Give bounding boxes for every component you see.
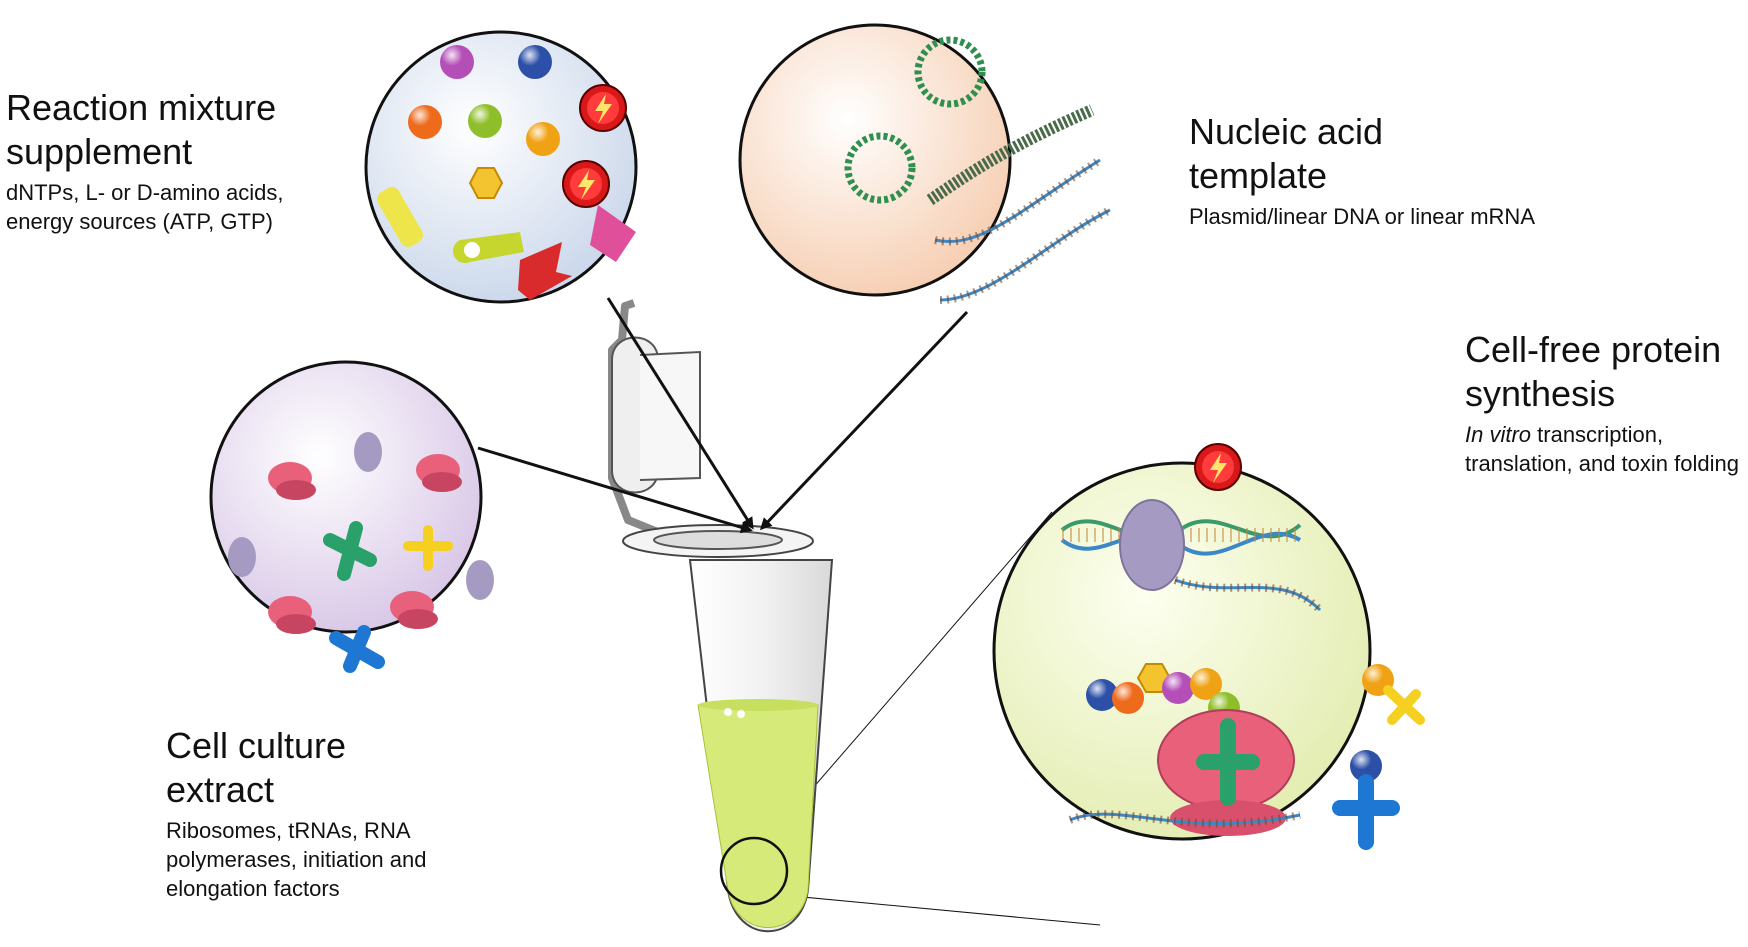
reaction-mixture-title: Reaction mixture supplement — [6, 87, 277, 172]
ribosome-translating — [1068, 709, 1301, 836]
tube-liquid — [697, 704, 819, 928]
zoom-focus-circle — [719, 836, 789, 906]
plasmid-icon — [914, 36, 986, 108]
microcentrifuge-tube — [608, 299, 834, 933]
zoom-line-bottom — [759, 892, 1101, 926]
atp-energy-icon-zoom — [1194, 443, 1242, 491]
nucleic-acid-template-circle — [738, 23, 1112, 304]
cell-culture-title: Cell culture extract — [166, 725, 347, 810]
trna-blue-zoom — [1332, 750, 1400, 850]
nucleic-acid-desc: Plasmid/linear DNA or linear mRNA — [1189, 204, 1535, 229]
cell-culture-desc: Ribosomes, tRNAs, RNA polymerases, initi… — [166, 818, 427, 901]
reaction-mixture-label: Reaction mixture supplement dNTPs, L- or… — [6, 86, 306, 236]
mrna-transcript — [1173, 576, 1323, 613]
mrna-strands — [934, 156, 1112, 304]
cell-free-desc: In vitro transcription, translation, and… — [1465, 420, 1748, 478]
linear-dna-icon — [926, 104, 1095, 205]
gtp-energy-icon — [562, 160, 610, 208]
synthesis-zoom-circle — [992, 443, 1425, 850]
hexagon-sugar-icon — [468, 167, 504, 199]
in-vitro-text: In vitro — [1465, 422, 1532, 447]
ribosome-icons — [268, 454, 462, 634]
nucleic-acid-label: Nucleic acid template Plasmid/linear DNA… — [1189, 110, 1549, 231]
amino-acid-shapes — [377, 187, 636, 300]
atp-energy-icon — [579, 84, 627, 132]
reaction-mixture-desc: dNTPs, L- or D-amino acids, energy sourc… — [6, 180, 284, 234]
cell-free-label: Cell-free protein synthesis In vitro tra… — [1465, 328, 1748, 478]
rna-polymerase-icon — [1119, 499, 1185, 591]
reaction-mixture-circle — [364, 30, 638, 304]
polymerase-icons — [228, 432, 494, 600]
trna-icons — [323, 521, 453, 673]
nucleic-acid-title: Nucleic acid template — [1189, 111, 1384, 196]
cell-culture-label: Cell culture extract Ribosomes, tRNAs, R… — [166, 724, 486, 903]
plasmid-icon-2 — [844, 132, 916, 204]
cell-extract-circle — [209, 360, 494, 673]
arrows — [477, 297, 969, 534]
cell-free-title: Cell-free protein synthesis — [1465, 329, 1722, 414]
trna-yellow-zoom — [1362, 664, 1425, 725]
cell-free-desc-rest: transcription, translation, and toxin fo… — [1465, 422, 1739, 476]
nucleotide-balls — [408, 45, 560, 156]
